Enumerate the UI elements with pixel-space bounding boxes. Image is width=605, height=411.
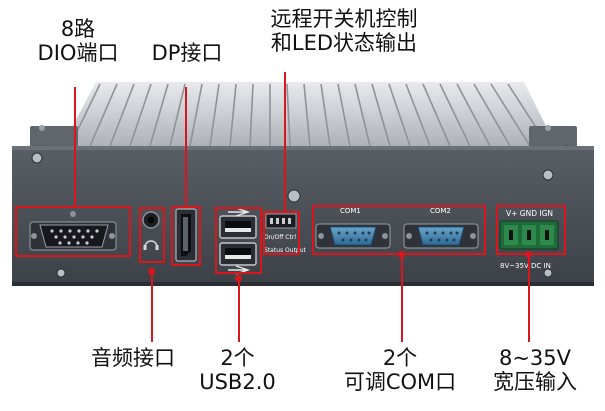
highlight-dio — [15, 206, 131, 257]
label-dp-line1: DP接口 — [151, 41, 223, 65]
label-usb-line1: 2个 — [220, 346, 255, 370]
power-pins-text: V+ GND IGN — [506, 209, 554, 218]
usb-ports — [219, 207, 257, 275]
highlight-audio — [139, 207, 165, 263]
com1-port — [315, 223, 391, 249]
audio-jack — [142, 211, 160, 250]
label-remote-line1: 远程开关机控制 — [270, 7, 418, 31]
label-usb-line2: USB2.0 — [199, 369, 276, 394]
label-remote-line2: 和LED状态输出 — [270, 30, 418, 55]
label-dp: DP接口 — [142, 41, 232, 66]
label-com-line2: 可调COM口 — [343, 369, 457, 394]
dp-port — [175, 208, 197, 262]
label-audio-line1: 音频接口 — [91, 346, 175, 370]
highlight-power — [496, 205, 566, 255]
remote-control-header — [265, 213, 297, 229]
com2-port — [403, 223, 479, 249]
status-text: Status Output — [264, 247, 306, 254]
callout-line-usb — [238, 278, 240, 342]
label-power-line1: 8~35V — [498, 346, 572, 370]
highlight-usb — [215, 207, 262, 274]
callout-line-remote — [284, 72, 286, 211]
callout-line-com — [401, 254, 403, 342]
label-power: 8~35V 宽压输入 — [480, 346, 590, 394]
dio-port — [29, 211, 117, 251]
callout-line-power — [528, 254, 530, 342]
onoff-text: On/Off Ctrl — [264, 234, 296, 241]
label-dio-line1: 8路 — [60, 17, 96, 41]
label-power-line2: 宽压输入 — [493, 369, 577, 394]
label-com-line1: 2个 — [382, 346, 418, 370]
heatsink — [62, 82, 556, 147]
power-range-text: 8V~35V DC IN — [500, 262, 551, 270]
label-dio-line2: DIO端口 — [37, 40, 119, 65]
highlight-dp — [171, 206, 201, 266]
callout-line-audio — [151, 271, 153, 342]
callout-line-dio — [74, 87, 76, 206]
label-com: 2个 可调COM口 — [330, 346, 470, 394]
com2-text: COM2 — [430, 207, 451, 215]
highlight-com — [312, 205, 486, 255]
callout-line-dp — [185, 87, 187, 206]
label-audio: 音频接口 — [78, 346, 188, 371]
label-usb: 2个 USB2.0 — [190, 346, 285, 394]
highlight-remote — [263, 211, 300, 255]
label-remote: 远程开关机控制 和LED状态输出 — [244, 7, 444, 55]
com1-text: COM1 — [340, 207, 361, 215]
label-dio: 8路 DIO端口 — [28, 17, 128, 65]
chassis — [12, 146, 594, 286]
power-terminal — [499, 220, 559, 250]
